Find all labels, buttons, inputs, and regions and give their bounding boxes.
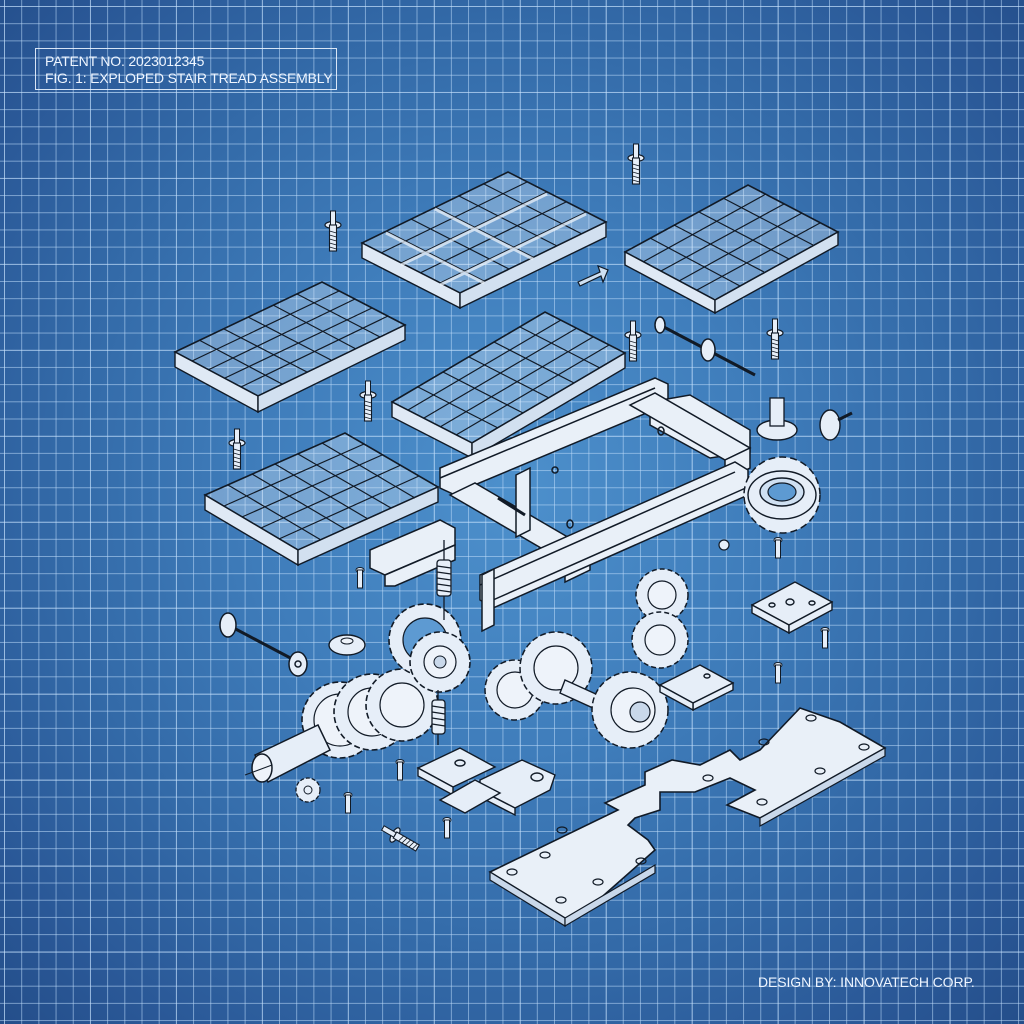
small-nut bbox=[718, 539, 730, 551]
patent-number: PATENT NO. 2023012345 bbox=[45, 53, 205, 69]
grating-panel-left bbox=[173, 281, 407, 414]
bracket-right-small bbox=[750, 581, 834, 635]
figure-caption: FIG. 1: EXPLOPED STAIR TREAD ASSEMBLY bbox=[45, 69, 333, 86]
design-credit: DESIGN BY: INNOVATECH CORP. bbox=[758, 974, 975, 990]
axle-pin-right bbox=[654, 316, 756, 377]
patent-title-block: PATENT NO. 2023012345 FIG. 1: EXPLOPED S… bbox=[35, 48, 337, 90]
leveling-foot bbox=[756, 397, 853, 441]
bracket-center bbox=[416, 747, 556, 817]
washer bbox=[328, 634, 366, 656]
gear-large-right bbox=[743, 456, 821, 534]
spring-upper bbox=[436, 540, 452, 620]
grating-panel-center bbox=[390, 311, 627, 460]
gear-cluster-left bbox=[301, 603, 471, 759]
grating-panel-top-center bbox=[360, 171, 608, 310]
grating-panel-bottom-left bbox=[203, 432, 440, 567]
grating-panel-top-right bbox=[623, 184, 840, 315]
direction-arrow bbox=[577, 264, 609, 287]
spring-lower bbox=[431, 690, 446, 745]
base-plate bbox=[488, 707, 887, 928]
drive-shaft-left bbox=[244, 724, 331, 784]
retaining-clip bbox=[295, 777, 321, 803]
axle-pin-left bbox=[219, 612, 308, 677]
main-frame bbox=[369, 377, 752, 633]
bracket-right-mid bbox=[658, 664, 735, 712]
gear-cluster-center bbox=[484, 568, 689, 749]
